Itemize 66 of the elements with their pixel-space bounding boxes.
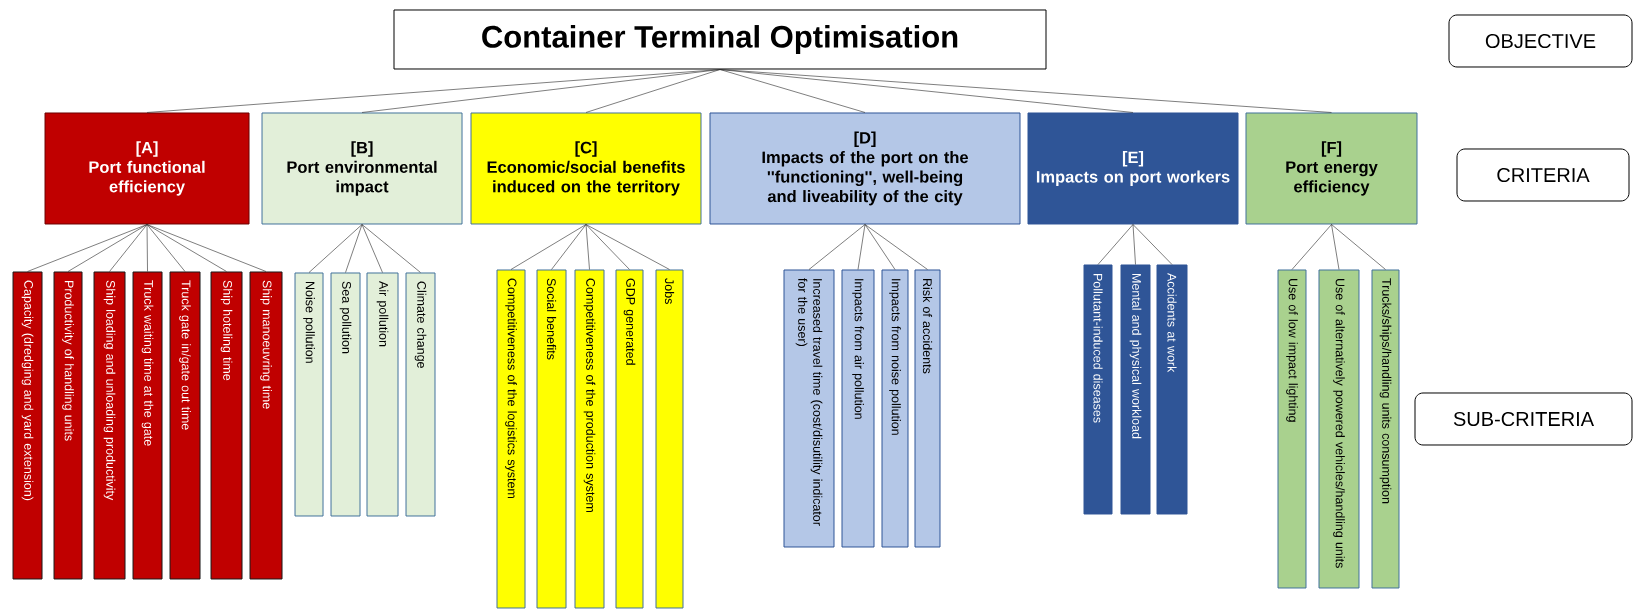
connector-line (1331, 224, 1340, 270)
sub-criterion-box: Use of alternatively powered vehicles/handling units (1318, 269, 1360, 589)
connector-line (27, 224, 148, 272)
sub-criterion-box: Capacity (dredging and yard extension) (12, 271, 43, 580)
sub-criterion-box: Competitiveness of the production system (574, 269, 605, 609)
connector-line (345, 224, 363, 273)
sub-criterion-box: Truck waiting time at the gate (132, 271, 163, 580)
connector-line (67, 224, 148, 272)
connector-line (1132, 224, 1173, 265)
sub-criterion-box: Ship manoeuvring time (249, 271, 283, 580)
connector-line (361, 224, 383, 273)
connector-line (864, 224, 896, 270)
sub-criterion-box: Social benefits (536, 269, 567, 609)
criterion-box: [D] Impacts of the port on the ''functioning'', well-being and liveability of the city (709, 112, 1021, 225)
sub-criterion-box: Pollutant-induced diseases (1083, 264, 1113, 515)
sub-criterion-box: Mental and physical workload (1120, 264, 1151, 515)
connector-line (585, 69, 721, 113)
sub-criterion-box: Jobs (655, 269, 684, 609)
sub-criterion-box: Ship loading and unloading productivity (93, 271, 126, 580)
connector-line (864, 224, 928, 270)
connector-line (1331, 224, 1386, 270)
sub-criterion-box: Climate change (405, 272, 436, 517)
connector-line (146, 224, 148, 272)
sub-criterion-box: Air pollution (366, 272, 399, 517)
sub-criterion-box: Trucks/ships/handling units consumption (1371, 269, 1400, 589)
sub-criterion-box: Risk of accidents (914, 269, 941, 548)
criterion-box: [B] Port environmental impact (261, 112, 463, 225)
connector-line (146, 224, 227, 272)
sub-criterion-box: GDP generated (615, 269, 644, 609)
sub-criterion-box: Use of low impact lighting (1277, 269, 1307, 589)
connector-line (361, 69, 721, 113)
level-label-box: SUB-CRITERIA (1414, 392, 1633, 446)
connector-line (857, 224, 866, 270)
connector-line (719, 69, 1332, 113)
criterion-box: [A] Port functional efficiency (44, 112, 250, 225)
title-box: Container Terminal Optimisation (393, 9, 1047, 70)
criterion-box: [C] Economic/social benefits induced on the territory (470, 112, 702, 225)
sub-criterion-box: Productivity of handling units (53, 271, 83, 580)
connector-line (1097, 224, 1134, 265)
sub-criterion-box: Impacts from noise pollution (881, 269, 909, 548)
connector-line (146, 224, 267, 272)
criterion-box: [E] Impacts on port workers (1027, 112, 1239, 225)
sub-criterion-box: Competitiveness of the logistics system (496, 269, 526, 609)
connector-line (361, 224, 421, 273)
level-label-box: OBJECTIVE (1448, 14, 1633, 68)
connector-line (1132, 224, 1136, 265)
connector-line (109, 224, 148, 272)
sub-criterion-box: Noise pollution (294, 272, 324, 517)
connector-line (551, 224, 587, 270)
sub-criterion-box: Accidents at work (1156, 264, 1188, 515)
connector-line (510, 224, 587, 270)
connector-line (1291, 224, 1332, 270)
sub-criterion-box: Sea pollution (330, 272, 361, 517)
level-label-box: CRITERIA (1456, 148, 1630, 202)
connector-line (585, 224, 590, 270)
connector-line (719, 69, 866, 113)
criterion-box: [F] Port energy efficiency (1245, 112, 1418, 225)
connector-line (585, 224, 630, 270)
connector-line (146, 224, 186, 272)
connector-line (808, 224, 866, 270)
sub-criterion-box: Ship hoteling time (210, 271, 243, 580)
connector-line (308, 224, 363, 273)
sub-criterion-box: Impacts from air pollution (841, 269, 875, 548)
sub-criterion-box: Increased travel time (cost/disutility indicator for the user) (783, 269, 835, 548)
sub-criterion-box: Truck gate in/gate out time (169, 271, 201, 580)
connector-line (585, 224, 670, 270)
